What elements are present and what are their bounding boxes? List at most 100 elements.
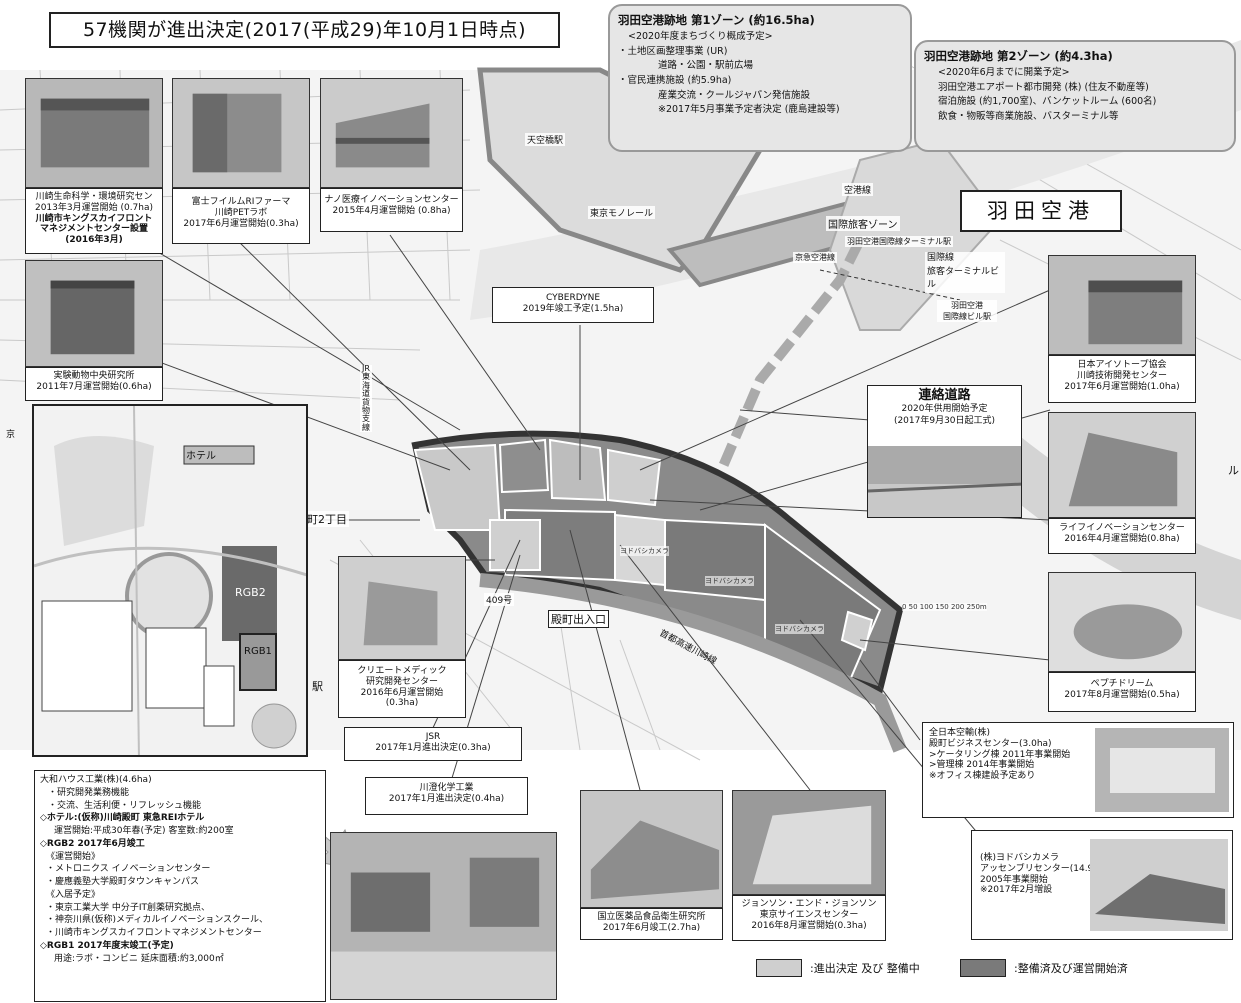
label-ana: 全日本空輸(株) 殿町ビジネスセンター(3.0ha) >ケータリング棟 2011… bbox=[922, 722, 1234, 818]
box-line: (0.3ha) bbox=[385, 698, 419, 709]
keikyu-line bbox=[819, 269, 961, 301]
box-line: マネジメントセンター設置 bbox=[39, 224, 148, 235]
desc-line: ・神奈川県(仮称)メディカルイノベーションスクール、 bbox=[46, 915, 269, 926]
label-life-science-center: 川崎生命科学・環境研究セン 2013年3月運営開始 (0.7ha) 川崎市キング… bbox=[25, 188, 163, 254]
box-line: 2013年3月運営開始 (0.7ha) bbox=[34, 202, 154, 213]
zone2-line: <2020年6月までに開業予定> bbox=[938, 66, 1070, 78]
desc-line: 大和ハウス工業(株)(4.6ha) bbox=[40, 775, 152, 785]
desc-line: 《運営開始》 bbox=[46, 851, 101, 862]
desc-line: ・交流、生活利便・リフレッシュ機能 bbox=[48, 800, 202, 811]
photo-jia bbox=[1048, 255, 1196, 355]
zone1-line: 道路・公園・駅前広場 bbox=[658, 60, 754, 72]
box-line: 研究開発センター bbox=[365, 676, 438, 687]
box-line: 川崎生命科学・環境研究セン bbox=[35, 192, 153, 202]
desc-line: ◇ホテル:(仮称)川崎殿町 東急REIホテル bbox=[40, 813, 205, 824]
label-nihs: 国立医薬品食品衛生研究所 2017年6月竣工(2.7ha) bbox=[580, 908, 723, 940]
desc-line: 運営開始:平成30年春(予定) 客室数:約200室 bbox=[54, 826, 234, 837]
box-line: 富士フイルムRIファーマ bbox=[191, 197, 291, 207]
photo-connection-road bbox=[868, 446, 1021, 517]
desc-line: ◇RGB2 2017年6月竣工 bbox=[40, 838, 145, 849]
label-jia: 日本アイソトープ協会 川崎技術開発センター 2017年6月運営開始(1.0ha) bbox=[1048, 355, 1196, 403]
box-line: 川崎PETラボ bbox=[214, 207, 268, 218]
box-line: (2016年3月) bbox=[65, 235, 123, 246]
legend-swatch-light bbox=[756, 959, 802, 977]
international-building-station-label: 羽田空港 国際線ビル駅 bbox=[937, 300, 997, 322]
box-line: 2017年6月運営開始(1.0ha) bbox=[1064, 381, 1180, 392]
box-line: 川澄化学工業 bbox=[419, 783, 474, 793]
zone1-line: 産業交流・クールジャパン発信施設 bbox=[658, 89, 811, 101]
box-line: 2017年1月進出決定(0.4ha) bbox=[388, 793, 505, 804]
desc-line: ・メトロニクス イノベーションセンター bbox=[46, 864, 211, 875]
photo-fujifilm-pet-lab bbox=[172, 78, 310, 188]
route-409-label: 409号 bbox=[484, 593, 515, 606]
box-line: ナノ医療イノベーションセンター bbox=[324, 195, 459, 205]
box-line: 2017年8月運営開始(0.5ha) bbox=[1064, 689, 1180, 700]
scale-bar: 0 50 100 150 200 250m bbox=[902, 603, 987, 611]
box-line: 川崎技術開発センター bbox=[1076, 370, 1167, 381]
international-zone-label: 国際旅客ゾーン bbox=[826, 216, 900, 231]
box-line: 国立医薬品食品衛生研究所 bbox=[597, 912, 706, 922]
station-tenkubashi: 天空橋駅 bbox=[525, 133, 566, 146]
zone1-line: ・官民連携施設 (約5.9ha) bbox=[618, 74, 732, 86]
photo-life-science-center bbox=[25, 78, 163, 188]
tonomachi-2chome-label: 町2丁目 bbox=[305, 511, 349, 527]
desc-line: 《入居予定》 bbox=[46, 889, 101, 900]
yodobashi-lot-label: ヨドバシカメラ bbox=[705, 576, 754, 586]
zone2-line: 羽田空港エアポート都市開発 (株) (住友不動産等) bbox=[938, 81, 1149, 93]
box-line: 2011年7月運営開始(0.6ha) bbox=[36, 381, 152, 392]
box-line: >管理棟 2014年事業開始 bbox=[929, 760, 1035, 771]
tonomachi-exit-label: 殿町出入口 bbox=[548, 610, 609, 628]
box-line: 2016年6月運営開始 bbox=[360, 687, 444, 698]
box-line: 殿町ビジネスセンター(3.0ha) bbox=[929, 738, 1052, 749]
map-edge-label: 駅 bbox=[312, 680, 323, 693]
yodobashi-lot-label: ヨドバシカメラ bbox=[775, 624, 824, 634]
keikyu-line-label: 京急空港線 bbox=[793, 252, 837, 263]
rgb2-label: RGB2 bbox=[235, 586, 266, 599]
legend-label-dark: :整備済及び運営開始済 bbox=[1014, 962, 1128, 975]
label-yodobashi: (株)ヨドバシカメラ アッセンブリセンター(14.9ha) 2005年事業開始 … bbox=[971, 830, 1233, 940]
desc-line: 用途:ラボ・コンビニ 延床面積:約3,000㎡ bbox=[54, 953, 224, 964]
photo-create-medic bbox=[338, 556, 466, 660]
label-kawasumi: 川澄化学工業 2017年1月進出決定(0.4ha) bbox=[365, 777, 528, 815]
box-line: (株)ヨドバシカメラ bbox=[980, 853, 1060, 863]
photo-life-innovation-center bbox=[1048, 412, 1196, 518]
box-line: 実験動物中央研究所 bbox=[53, 371, 135, 381]
photo-nano-medical-center bbox=[320, 78, 463, 188]
label-cyberdyne: CYBERDYNE 2019年竣工予定(1.5ha) bbox=[492, 287, 654, 323]
box-line: 2016年4月運営開始(0.8ha) bbox=[1064, 533, 1180, 544]
box-line: 東京サイエンスセンター bbox=[759, 909, 859, 920]
terminal-station-label: 羽田空港国際線ターミナル駅 bbox=[845, 236, 953, 247]
daiwa-description: 大和ハウス工業(株)(4.6ha) ・研究開発業務機能 ・交流、生活利便・リフレ… bbox=[34, 770, 326, 1002]
connection-road-line: (2017年9月30日起工式) bbox=[893, 415, 996, 426]
box-line: >ケータリング棟 2011年事業開始 bbox=[929, 749, 1071, 760]
site-inset-map: ホテル RGB2 RGB1 bbox=[32, 404, 308, 757]
zone1-heading: 羽田空港跡地 第1ゾーン (約16.5ha) bbox=[618, 13, 815, 27]
box-line: 全日本空輸(株) bbox=[929, 728, 991, 738]
box-line: ライフイノベーションセンター bbox=[1059, 523, 1185, 533]
photo-ana bbox=[1095, 728, 1229, 812]
international-terminal-label: 国際線 旅客ターミナルビル bbox=[925, 252, 1005, 293]
photo-nihs bbox=[580, 790, 723, 908]
zone1-line: ・土地区画整理事業 (UR) bbox=[618, 45, 728, 57]
zone2-line: 宿泊施設 (約1,700室)、バンケットルーム (600名) bbox=[938, 96, 1157, 108]
box-line: 2017年6月運営開始(0.3ha) bbox=[183, 218, 299, 229]
legend-light: :進出決定 及び 整備中 bbox=[756, 956, 920, 980]
box-line: ※オフィス棟建設予定あり bbox=[929, 771, 1036, 782]
desc-line: ◇RGB1 2017年度末竣工(予定) bbox=[40, 940, 174, 951]
connection-road-title: 連絡道路 bbox=[918, 388, 971, 403]
zone1-line: ※2017年5月事業予定者決定 (鹿島建設等) bbox=[658, 104, 840, 116]
haneda-airport-label: 羽田空港 bbox=[960, 190, 1122, 232]
label-life-innovation-center: ライフイノベーションセンター 2016年4月運営開始(0.8ha) bbox=[1048, 518, 1196, 554]
label-create-medic: クリエートメディック 研究開発センター 2016年6月運営開始 (0.3ha) bbox=[338, 660, 466, 718]
kuko-line-label: 空港線 bbox=[842, 183, 874, 196]
site-plan bbox=[34, 406, 306, 755]
zone2-callout: 羽田空港跡地 第2ゾーン (約4.3ha) <2020年6月までに開業予定> 羽… bbox=[914, 40, 1236, 152]
box-line: JSR bbox=[425, 732, 441, 742]
desc-line: ・東京工業大学 中分子IT創薬研究拠点、 bbox=[46, 902, 211, 913]
expressway-road bbox=[479, 573, 907, 753]
box-line: 川崎市キングスカイフロント bbox=[35, 213, 153, 224]
label-fujifilm-pet-lab: 富士フイルムRIファーマ 川崎PETラボ 2017年6月運営開始(0.3ha) bbox=[172, 188, 310, 244]
map-edge-label: 京 bbox=[6, 430, 16, 440]
desc-line: ・慶應義塾大学殿町タウンキャンパス bbox=[46, 877, 200, 888]
